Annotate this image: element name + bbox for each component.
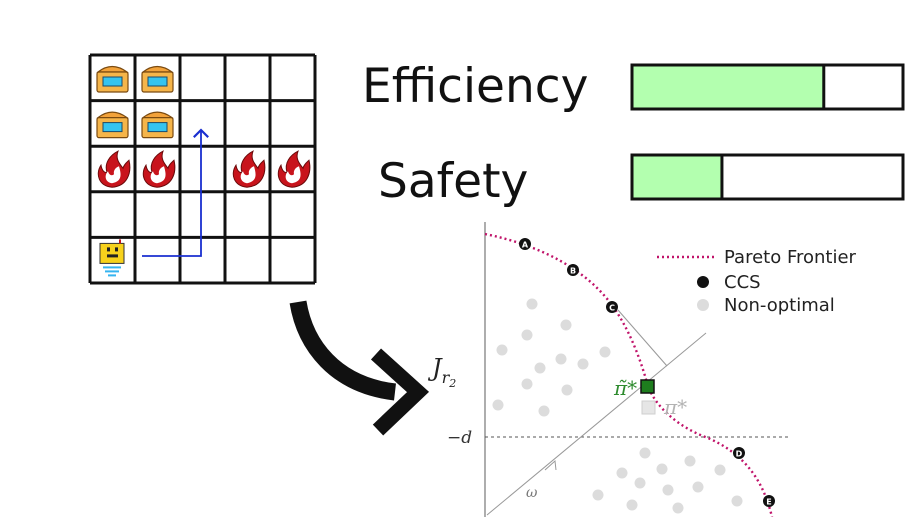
ccs-point-a: A <box>519 238 531 250</box>
legend-pareto-label: Pareto Frontier <box>724 247 857 268</box>
non-optimal-point <box>599 346 611 358</box>
pi-tilde-marker <box>640 379 655 394</box>
non-optimal-point <box>555 353 567 365</box>
non-optimal-point <box>521 329 533 341</box>
robot-icon <box>99 239 125 277</box>
chest-icon <box>141 65 174 93</box>
ccs-point-c: C <box>606 301 618 313</box>
omega-line <box>486 332 707 516</box>
fire-icon <box>277 150 311 188</box>
non-optimal-point <box>616 467 628 479</box>
fire-icon <box>97 150 131 188</box>
omega-right-angle <box>544 459 557 471</box>
chest-icon <box>96 65 129 93</box>
non-optimal-point <box>526 298 538 310</box>
pareto-plot: Jr2 −d ω <box>427 222 857 517</box>
non-optimal-point <box>561 384 573 396</box>
svg-text:D: D <box>736 450 743 459</box>
fire-icon <box>232 150 266 188</box>
non-optimal-point <box>656 463 668 475</box>
chest-icon <box>141 111 174 139</box>
non-optimal-point <box>662 484 674 496</box>
non-optimal-point <box>592 489 604 501</box>
non-optimal-point <box>672 502 684 514</box>
legend: Pareto Frontier CCS Non-optimal <box>657 247 857 316</box>
non-optimal-point <box>684 455 696 467</box>
legend-ccs-label: CCS <box>724 272 761 293</box>
projection-line <box>617 309 668 367</box>
safety-bar <box>630 153 905 201</box>
non-optimal-points <box>492 298 743 514</box>
non-optimal-point <box>521 378 533 390</box>
ccs-point-d: D <box>733 447 745 459</box>
non-optimal-point <box>492 399 504 411</box>
non-optimal-point <box>534 362 546 374</box>
agent-path <box>142 128 209 257</box>
non-optimal-point <box>731 495 743 507</box>
non-optimal-point <box>560 319 572 331</box>
non-optimal-point <box>577 358 589 370</box>
safety-label: Safety <box>378 154 528 209</box>
efficiency-label: Efficiency <box>362 59 588 114</box>
legend-nonoptimal-label: Non-optimal <box>724 295 835 316</box>
non-optimal-point <box>634 477 646 489</box>
svg-text:A: A <box>522 241 529 250</box>
pi-tilde-label: π̃* <box>613 376 637 400</box>
non-optimal-point <box>538 405 550 417</box>
non-optimal-point <box>714 464 726 476</box>
threshold-label: −d <box>447 428 472 448</box>
svg-text:C: C <box>609 304 615 313</box>
pi-marker <box>641 400 656 415</box>
legend-ccs-swatch <box>697 276 709 288</box>
efficiency-bar <box>630 63 905 111</box>
non-optimal-point <box>626 499 638 511</box>
safety-bar-fill <box>633 156 722 198</box>
grid-world <box>88 53 317 285</box>
non-optimal-point <box>639 447 651 459</box>
non-optimal-point <box>692 481 704 493</box>
non-optimal-point <box>496 344 508 356</box>
ccs-point-e: E <box>763 495 775 507</box>
fire-icon <box>142 150 176 188</box>
omega-label: ω <box>526 485 538 501</box>
chest-icon <box>96 111 129 139</box>
y-axis-label: Jr2 <box>427 354 456 390</box>
legend-nonoptimal-swatch <box>697 299 709 311</box>
svg-text:B: B <box>570 267 576 276</box>
pi-label: π* <box>663 395 687 419</box>
transition-arrow <box>289 300 430 436</box>
ccs-point-b: B <box>567 264 579 276</box>
svg-text:E: E <box>766 498 771 507</box>
efficiency-bar-fill <box>633 66 824 108</box>
